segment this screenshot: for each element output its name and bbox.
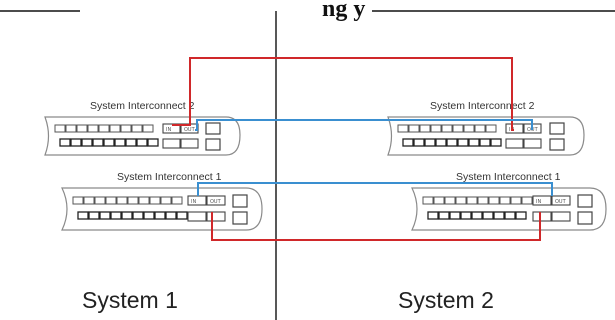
- port-row-bottom: [402, 138, 502, 147]
- out-slot-bottom: [206, 211, 226, 222]
- red-cable-interconnect1: [211, 212, 541, 241]
- in-slot-bottom: [532, 211, 552, 222]
- red-cable-interconnect2: [172, 57, 514, 131]
- system-1-label: System 1: [82, 287, 178, 313]
- in-slot-label: IN: [536, 199, 541, 205]
- panel-label: System Interconnect 1: [117, 171, 222, 183]
- port-row-bottom: [59, 138, 159, 147]
- square-port-top: [549, 122, 565, 135]
- port-row-top: [54, 124, 154, 133]
- in-slot-label: IN: [191, 199, 196, 205]
- port-row-top: [422, 196, 533, 205]
- square-port-top: [205, 122, 221, 135]
- in-slot-top: [505, 123, 524, 134]
- port-row-bottom: [77, 211, 188, 220]
- blue-cable-interconnect1: [197, 182, 553, 196]
- system1-interconnect1-panel: IN OUT: [61, 187, 263, 231]
- panel-body: [411, 187, 607, 231]
- square-port-top: [232, 194, 248, 208]
- panel-label: System Interconnect 2: [90, 100, 195, 112]
- square-port-bottom: [205, 138, 221, 151]
- diagram-title: ng y: [322, 0, 365, 22]
- in-slot-label: IN: [166, 127, 171, 133]
- in-slot-top: [532, 195, 552, 206]
- in-slot-top: [162, 123, 181, 134]
- out-slot-top: [206, 195, 226, 206]
- blue-cable-interconnect2: [195, 119, 533, 131]
- square-port-bottom: [549, 138, 565, 151]
- panel-body: [61, 187, 263, 231]
- out-slot-top: [551, 195, 571, 206]
- panel-label: System Interconnect 2: [430, 100, 535, 112]
- out-slot-bottom: [180, 138, 199, 149]
- out-slot-label: OUT: [555, 199, 567, 205]
- system-2-label: System 2: [398, 287, 494, 313]
- system2-interconnect2-panel: IN OUT: [387, 116, 585, 156]
- port-row-top: [72, 196, 183, 205]
- square-port-bottom: [577, 211, 593, 225]
- in-slot-bottom: [187, 211, 207, 222]
- out-slot-bottom: [523, 138, 542, 149]
- square-port-bottom: [232, 211, 248, 225]
- in-slot-bottom: [162, 138, 181, 149]
- panel-label: System Interconnect 1: [456, 171, 561, 183]
- system2-interconnect1-panel: IN OUT: [411, 187, 607, 231]
- out-slot-label: OUT: [184, 127, 196, 133]
- out-slot-bottom: [551, 211, 571, 222]
- system1-interconnect2-panel: IN OUT: [44, 116, 241, 156]
- square-port-top: [577, 194, 593, 208]
- in-slot-bottom: [505, 138, 524, 149]
- port-row-top: [397, 124, 497, 133]
- out-slot-label: OUT: [210, 199, 222, 205]
- port-row-bottom: [427, 211, 527, 220]
